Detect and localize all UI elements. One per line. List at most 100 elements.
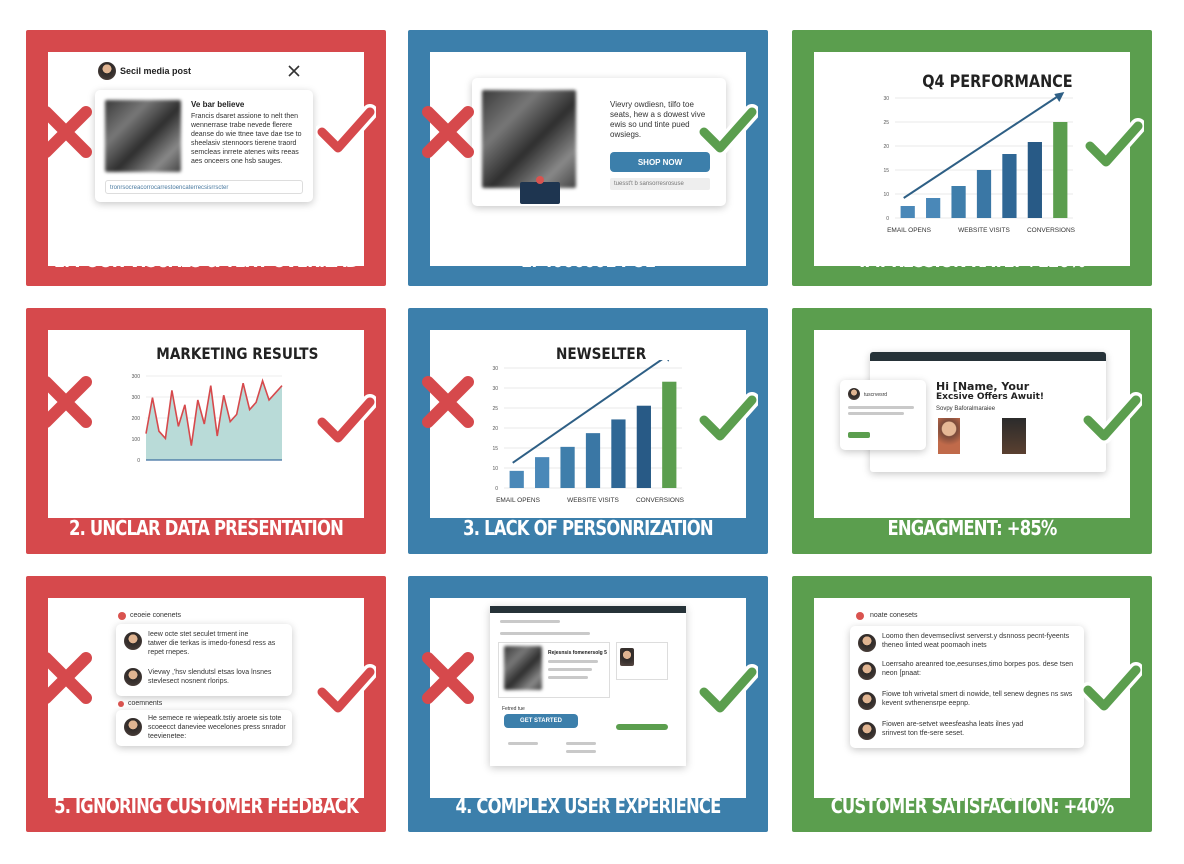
x-category-label: WEBSITE VISITS <box>567 497 619 504</box>
panel-poor-visuals: Secil media post Ve bar believe Francis … <box>26 30 386 286</box>
y-tick-label: 30 <box>883 96 889 102</box>
bar <box>1027 142 1042 218</box>
panel-caption: 4. COMPLEX USER EXPERIENCE <box>455 794 721 818</box>
y-tick-label: 15 <box>492 446 498 452</box>
profile-card: tuscrvesrd <box>840 380 926 450</box>
section-dot <box>118 701 124 707</box>
ux-image <box>504 646 542 690</box>
panel-content: Hi [Name, Your Excsive Offers Awuit! Sov… <box>814 330 1130 518</box>
trend-arrow-line <box>512 360 663 464</box>
ad-text-line: Vievry owdiesn, tilfo toe <box>610 100 694 109</box>
app-topbar <box>490 606 686 613</box>
bar <box>900 206 915 218</box>
panel-caption: 1. POOR VISUALS & TEXT OVERILAD <box>53 248 359 272</box>
bar <box>976 170 992 218</box>
panel-satisfaction: noate conesets Loomo then devemseclivst … <box>792 576 1152 832</box>
comment-line: kevent svthenensrpe eepnp. <box>882 700 970 707</box>
y-tick-label: 0 <box>886 216 889 222</box>
panel-content: noate conesets Loomo then devemseclivst … <box>814 598 1130 798</box>
avatar <box>858 634 876 652</box>
post-link[interactable]: tronrsocreacorrocarrestoencaterrecsisrrs… <box>105 180 303 194</box>
text-placeholder <box>566 750 596 753</box>
chart-title: Q4 PERFORMANCE <box>922 72 1073 92</box>
greeting-heading: Hi [Name, Your <box>936 380 1030 393</box>
comment-line: scoeecct daneviee wecelones press snrado… <box>148 724 286 731</box>
y-tick-label: 10 <box>492 466 498 472</box>
checkmark-icon <box>1082 392 1142 444</box>
avatar <box>858 722 876 740</box>
y-tick-label: 15 <box>883 168 889 174</box>
post-heading: Ve bar believe <box>191 100 245 109</box>
x-category-label: EMAIL OPENS <box>496 497 540 504</box>
secondary-button[interactable] <box>616 724 668 730</box>
y-tick-label: 30 <box>492 386 498 392</box>
y-tick-label: 30 <box>492 366 498 372</box>
x-category-label: CONVERSIONS <box>636 497 685 504</box>
bar <box>560 446 575 488</box>
get-started-button[interactable]: GET STARTED <box>504 714 578 728</box>
y-tick-label: 20 <box>883 144 889 150</box>
checkmark-icon <box>698 392 758 444</box>
comment-line: theneo linted weat poomaoh inets <box>882 642 987 649</box>
app-window: Rejesnsis fomenersolg 5 Fetred tue GET S… <box>490 606 686 766</box>
sub-label: Fetred tue <box>502 706 525 712</box>
comment-line: Fiowen are-setvet weesfeasha leats ilnes… <box>882 721 1024 728</box>
nav-placeholder <box>500 632 590 635</box>
side-box <box>616 642 668 680</box>
bar <box>1053 122 1068 218</box>
post-body-line: aes onceers one hsb sauges. <box>191 158 283 165</box>
y-tick-label: 10 <box>883 192 889 198</box>
comment-line: srinvest ton tfe-sere seset. <box>882 730 965 737</box>
bar <box>636 405 651 488</box>
chart-title: MARKETING RESULTS <box>156 344 319 363</box>
bar <box>951 186 966 218</box>
x-category-label: CONVERSIONS <box>1027 227 1076 234</box>
panel-caption: ENGAGMENT: +85% <box>887 516 1057 540</box>
action-button[interactable] <box>848 432 870 438</box>
y-tick-label: 200 <box>132 416 141 422</box>
comment-line: tatwer die terkas is imedo-fonesd ress a… <box>148 640 276 647</box>
y-tick-label: 25 <box>492 406 498 412</box>
post-body-line: wennerrase trabe nevede flerere <box>191 122 293 129</box>
post-body-line: deanse do wie ttnee tave dae tse to <box>191 131 302 138</box>
y-tick-label: 25 <box>883 120 889 126</box>
ad-text-line: seats, hew a s dowest vive <box>610 110 706 119</box>
series-line <box>145 378 283 446</box>
checkmark-icon <box>316 104 376 156</box>
comment-line: Loerrsaho areanred toe,eesunses,timo bor… <box>882 661 1074 668</box>
record-dot <box>536 176 544 184</box>
trend-arrow-head <box>667 360 670 362</box>
device-shape <box>520 182 560 204</box>
greeting-sub: Sovpy Baforalmaraiee <box>936 406 996 412</box>
trend-arrow-line <box>903 95 1059 199</box>
avatar <box>858 662 876 680</box>
section-label: ceoeie conenets <box>130 612 181 619</box>
text-placeholder <box>548 676 588 679</box>
product-thumb <box>938 418 960 454</box>
panel-caption: 1. 4066001 POE <box>520 248 656 272</box>
post-header: Secil media post <box>120 66 192 76</box>
comment-line: Fiowe toh wrivetal smert di nowide, tell… <box>882 691 1073 698</box>
comments-card: Loomo then devemseclivst serverst.y dsnn… <box>850 626 1084 748</box>
x-mark-icon <box>422 106 474 158</box>
comments-card: He semece re wiepeatk.tstiy aroete sis t… <box>116 710 292 746</box>
avatar <box>124 718 142 736</box>
chart-title: NEWSELTER <box>555 344 647 363</box>
checkmark-icon <box>316 664 376 716</box>
content-box <box>498 642 610 698</box>
panel-engagement: Hi [Name, Your Excsive Offers Awuit! Sov… <box>792 308 1152 554</box>
avatar <box>124 632 142 650</box>
shop-now-button[interactable]: SHOP NOW <box>610 152 710 172</box>
x-mark-icon <box>40 106 92 158</box>
x-category-label: WEBSITE VISITS <box>958 227 1010 234</box>
text-placeholder <box>566 742 596 745</box>
ad-small-text[interactable]: tuesst't b sansorresrosuse <box>610 178 710 190</box>
close-icon[interactable] <box>288 65 300 77</box>
section-label: noate conesets <box>870 612 918 619</box>
avatar <box>98 62 116 80</box>
